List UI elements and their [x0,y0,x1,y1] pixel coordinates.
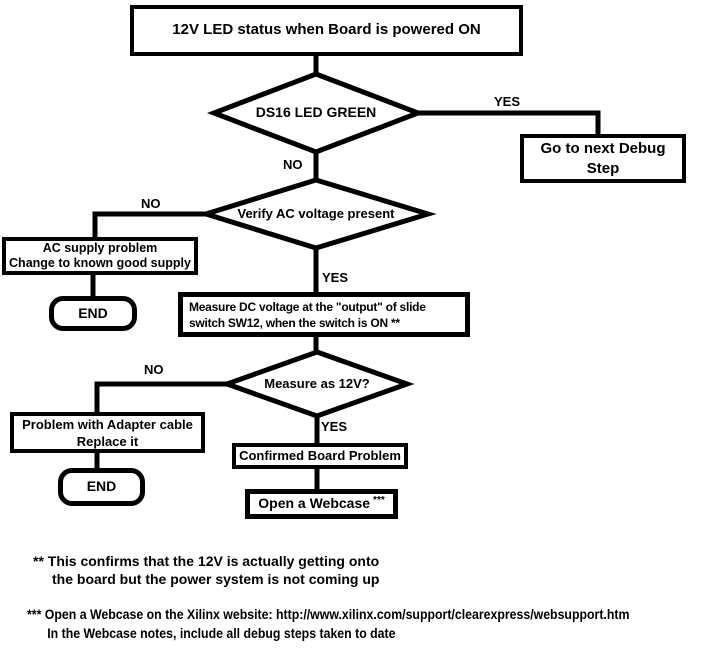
open-webcase-label: Open a Webcase [258,495,371,512]
footnote-12v-line2: the board but the power system is not co… [52,571,380,587]
yes-label-ds16: YES [494,94,521,109]
decision-diamond-measure-12v [219,349,415,419]
ac-supply-problem-box: AC supply problem Change to known good s… [2,237,198,275]
measure-dc-line2: switch SW12, when the switch is ON ** [189,315,400,330]
footnote-webcase: *** Open a Webcase on the Xilinx website… [27,605,629,643]
end-terminator-adapter: END [58,468,145,506]
end-terminator-ac: END [49,296,137,331]
end-terminator-adapter-label: END [86,478,117,495]
go-next-debug-line2: Step [586,159,620,177]
connector-12v-no [94,381,231,415]
no-label-ds16: NO [283,157,303,172]
no-label-ac-voltage: NO [141,196,161,211]
adapter-cable-line2: Replace it [76,433,139,449]
no-label-measure-12v: NO [144,362,164,377]
start-box: 12V LED status when Board is powered ON [130,5,523,56]
decision-ds16-label: DS16 LED GREEN [255,104,377,120]
open-webcase-marker: *** [373,494,385,506]
decision-measure-12v-label: Measure as 12V? [264,376,370,391]
ac-supply-problem-line2: Change to known good supply [9,256,191,270]
footnote-webcase-line2: In the Webcase notes, include all debug … [47,625,396,641]
decision-diamond-ac-voltage [197,177,437,251]
yes-label-ac-voltage: YES [322,270,349,285]
measure-dc-box: Measure DC voltage at the "output" of sl… [178,292,470,337]
confirmed-board-label: Confirmed Board Problem [239,447,401,463]
go-next-debug-box: Go to next Debug Step [520,134,686,183]
adapter-cable-box: Problem with Adapter cable Replace it [10,412,205,453]
footnote-webcase-line1: *** Open a Webcase on the Xilinx website… [27,606,630,622]
start-box-label: 12V LED status when Board is powered ON [172,21,481,39]
connector-ds16-yes [414,110,601,137]
footnote-12v-line1: ** This confirms that the 12V is actuall… [33,553,380,569]
measure-dc-line1: Measure DC voltage at the "output" of sl… [189,299,426,314]
yes-label-measure-12v: YES [321,419,348,434]
adapter-cable-line1: Problem with Adapter cable [22,416,193,432]
end-terminator-ac-label: END [78,304,108,321]
connector-ac-no [92,211,210,239]
open-webcase-box: Open a Webcase *** [245,489,398,519]
go-next-debug-line1: Go to next Debug [540,139,666,157]
ac-supply-problem-line1: AC supply problem [42,241,158,255]
confirmed-board-box: Confirmed Board Problem [232,443,408,469]
decision-diamond-ds16 [206,71,426,155]
decision-ac-voltage-label: Verify AC voltage present [237,206,395,221]
